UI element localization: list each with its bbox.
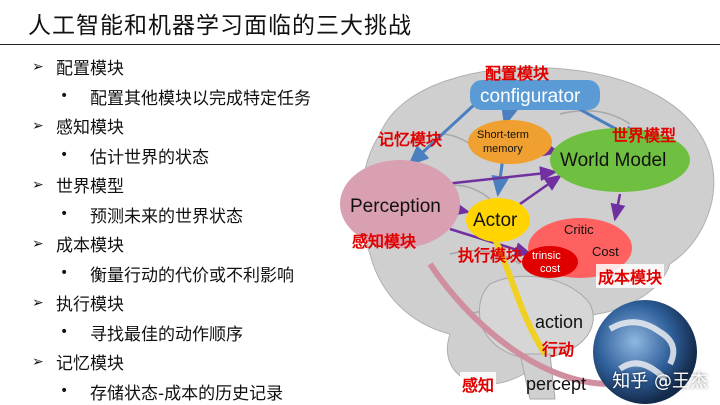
arrow-bullet-icon: ➢ [32, 176, 44, 193]
memory-label-line1: Short-term [477, 129, 529, 141]
memory-ellipse [468, 120, 552, 164]
title-divider [0, 44, 720, 45]
sub-bullet-memory: • 存储状态-成本的历史记录 [32, 377, 372, 405]
action-label: action [535, 312, 584, 332]
bullet-detail: 预测未来的世界状态 [90, 206, 243, 227]
watermark: 知乎 @王杰 [612, 371, 708, 392]
dot-bullet-icon: • [60, 383, 69, 400]
configurator-box [470, 80, 600, 110]
cn-perception-label: 感知模块 [352, 232, 417, 251]
bullet-heading: 记忆模块 [56, 354, 124, 375]
bullet-detail: 配置其他模块以完成特定任务 [90, 88, 311, 109]
memory-label-line2: memory [483, 143, 523, 155]
sub-bullet-world-model: • 预测未来的世界状态 [32, 200, 372, 230]
bullet-detail: 存储状态-成本的历史记录 [90, 383, 284, 404]
arrow-bullet-icon: ➢ [32, 353, 44, 370]
arrow-bullet-icon: ➢ [32, 117, 44, 134]
bullet-list: ➢ 配置模块 • 配置其他模块以完成特定任务 ➢ 感知模块 • 估计世界的状态 ➢ 世界模… [32, 52, 372, 405]
cn-world-label: 世界模型 [612, 126, 677, 145]
bullet-world-model: ➢ 世界模型 [32, 170, 372, 200]
bullet-detail: 估计世界的状态 [90, 147, 209, 168]
bullet-heading: 执行模块 [56, 295, 124, 316]
intrinsic-cost-ellipse [522, 246, 578, 278]
bullet-heading: 感知模块 [56, 118, 124, 139]
cost-label: Cost [592, 244, 619, 259]
perception-label: Perception [350, 196, 441, 217]
dot-bullet-icon: • [60, 206, 69, 223]
actor-label: Actor [473, 210, 518, 231]
bullet-memory: ➢ 记忆模块 [32, 347, 372, 377]
cn-percept-label: 感知 [460, 372, 497, 396]
arrow-perception-world [444, 166, 558, 186]
diagram-svg [340, 67, 715, 404]
cn-config-label: 配置模块 [485, 64, 550, 83]
sub-bullet-actor: • 寻找最佳的动作顺序 [32, 318, 372, 348]
cn-cost-label: 成本模块 [596, 264, 665, 288]
dot-bullet-icon: • [60, 88, 69, 105]
cn-action-label: 行动 [542, 340, 575, 359]
world-model-label: World Model [560, 150, 667, 171]
sub-bullet-cost: • 衡量行动的代价或不利影响 [32, 259, 372, 289]
percept-label: percept [526, 374, 587, 394]
bullet-cost: ➢ 成本模块 [32, 229, 372, 259]
bullet-heading: 成本模块 [56, 236, 124, 257]
intrinsic-label-line1: trinsic [532, 250, 561, 262]
bullet-heading: 世界模型 [56, 177, 124, 198]
arrow-world-critic [610, 193, 626, 222]
slide-title: 人工智能和机器学习面临的三大挑战 [28, 13, 412, 39]
bullet-config: ➢ 配置模块 [32, 52, 372, 82]
bullet-heading: 配置模块 [56, 59, 124, 80]
dot-bullet-icon: • [60, 147, 69, 164]
actor-ellipse [466, 198, 530, 242]
critic-label: Critic [564, 222, 594, 237]
arrow-bullet-icon: ➢ [32, 235, 44, 252]
architecture-diagram: configurator Short-term memory World Mod… [340, 54, 720, 405]
perception-ellipse [340, 160, 460, 248]
intrinsic-label-line2: cost [540, 263, 561, 275]
arrow-bullet-icon: ➢ [32, 58, 44, 75]
bullet-perception: ➢ 感知模块 [32, 111, 372, 141]
bullet-detail: 寻找最佳的动作顺序 [90, 324, 243, 345]
brain-stem [519, 353, 556, 400]
arrow-action [492, 237, 548, 356]
arrow-actor-world [519, 174, 563, 206]
dot-bullet-icon: • [60, 324, 69, 341]
arrow-config-to-perception [407, 102, 477, 167]
arrow-bullet-icon: ➢ [32, 294, 44, 311]
cn-actor-label: 执行模块 [458, 246, 523, 265]
bullet-actor: ➢ 执行模块 [32, 288, 372, 318]
arrow-perception-cost [449, 227, 533, 257]
sub-bullet-config: • 配置其他模块以完成特定任务 [32, 82, 372, 112]
bullet-detail: 衡量行动的代价或不利影响 [90, 265, 294, 286]
cn-memory-label: 记忆模块 [378, 130, 443, 149]
world-model-ellipse [550, 128, 690, 192]
configurator-label: configurator [480, 86, 581, 107]
arrow-percept [427, 262, 611, 387]
earth-clouds [608, 319, 677, 382]
sub-bullet-perception: • 估计世界的状态 [32, 141, 372, 171]
dot-bullet-icon: • [60, 265, 69, 282]
